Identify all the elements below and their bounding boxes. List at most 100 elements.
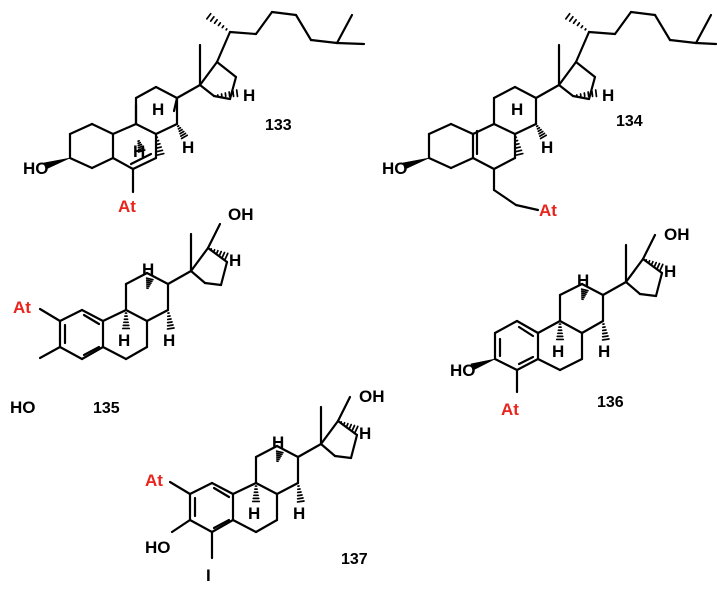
bond-line	[653, 13, 672, 42]
bond-line	[517, 325, 535, 338]
hash-stroke	[296, 497, 304, 500]
bond-line	[38, 307, 62, 323]
iodine-label: I	[206, 566, 211, 585]
compound-number-136: 136	[597, 394, 624, 411]
hashed-bond	[205, 12, 228, 31]
hash-stroke	[514, 142, 520, 146]
hash-stroke	[275, 454, 282, 457]
bond-line	[294, 13, 313, 42]
hash-stroke	[215, 249, 219, 255]
hash-stroke	[580, 290, 588, 294]
bond-line	[514, 203, 540, 212]
bond-line	[449, 122, 475, 136]
hash-stroke	[275, 450, 284, 454]
hash-stroke	[515, 152, 524, 156]
bond-line	[80, 308, 105, 323]
hash-stroke	[276, 458, 280, 461]
bond-line	[493, 319, 519, 335]
h-c14-label: H	[293, 504, 305, 523]
hashed-bond	[275, 450, 284, 463]
bond-line	[319, 442, 337, 458]
bond-line	[80, 345, 105, 361]
hash-stroke	[156, 152, 165, 156]
bond-line	[90, 156, 115, 170]
bond-line	[154, 85, 179, 100]
h-c8-label: H	[577, 271, 589, 290]
bond-line	[574, 60, 597, 79]
bond-line	[427, 122, 453, 136]
hash-stroke	[296, 500, 305, 503]
hash-stroke	[572, 18, 577, 25]
astatine-label: At	[118, 197, 136, 216]
hashed-bond	[251, 485, 261, 503]
hash-stroke	[275, 456, 281, 459]
hash-stroke	[212, 248, 216, 253]
bond-line	[536, 319, 562, 335]
hydroxyl-label: HO	[145, 538, 171, 557]
bond-line	[319, 419, 340, 446]
hash-stroke	[145, 283, 151, 286]
hashed-bond	[535, 125, 548, 140]
hash-stroke	[342, 421, 346, 426]
compound-number-133: 133	[265, 117, 292, 134]
h-c14-label: H	[163, 331, 175, 350]
bond-line	[134, 85, 158, 100]
bond-line	[275, 444, 300, 459]
hash-stroke	[539, 134, 548, 140]
hash-stroke	[224, 252, 229, 261]
hash-stroke	[348, 423, 353, 430]
hash-stroke	[535, 125, 539, 128]
bond-line	[517, 355, 535, 366]
hash-stroke	[217, 22, 222, 27]
hashed-bond	[601, 323, 610, 341]
bond-line	[571, 94, 591, 101]
hash-stroke	[137, 149, 146, 153]
h-c9-label: H	[552, 342, 564, 361]
hashed-bond	[575, 89, 598, 98]
hash-stroke	[653, 261, 658, 268]
hash-stroke	[564, 12, 571, 20]
bond-line	[335, 41, 366, 46]
bond-line	[558, 357, 584, 372]
bond-line	[513, 85, 538, 100]
hash-stroke	[538, 130, 544, 135]
bond-line	[145, 271, 170, 286]
bond-line	[668, 38, 698, 45]
hashed-bond	[580, 288, 589, 301]
bond-line	[210, 518, 235, 534]
hashed-bond	[176, 125, 189, 140]
hash-stroke	[166, 324, 174, 327]
hash-stroke	[345, 422, 349, 428]
bond-line	[170, 518, 192, 534]
astatine-label: At	[501, 400, 519, 419]
bond-line	[101, 345, 128, 361]
bond-line	[228, 30, 258, 36]
h-c9-label: H	[133, 142, 145, 161]
bond-line	[557, 83, 575, 98]
bond-line	[189, 246, 210, 273]
bond-line	[68, 156, 94, 170]
bond-line	[493, 357, 519, 372]
bond-line	[558, 282, 584, 297]
hashed-bond	[514, 136, 524, 156]
hash-stroke	[218, 250, 223, 257]
bond-line	[335, 13, 354, 45]
bond-line	[124, 345, 149, 361]
bond-line	[189, 269, 207, 285]
bond-line	[534, 83, 561, 100]
h-c9-label: H	[118, 331, 130, 350]
bond-line	[515, 319, 540, 335]
hash-stroke	[656, 262, 661, 270]
bond-line	[558, 319, 584, 335]
bond-line	[219, 260, 229, 287]
hash-stroke	[296, 494, 303, 497]
hash-stroke	[601, 332, 608, 335]
hash-stroke	[576, 22, 581, 27]
bond-line	[641, 233, 657, 261]
hash-stroke	[180, 134, 189, 140]
bond-line	[513, 122, 538, 136]
bond-line	[536, 357, 562, 372]
bond-line	[231, 518, 258, 534]
bond-line	[82, 313, 101, 326]
